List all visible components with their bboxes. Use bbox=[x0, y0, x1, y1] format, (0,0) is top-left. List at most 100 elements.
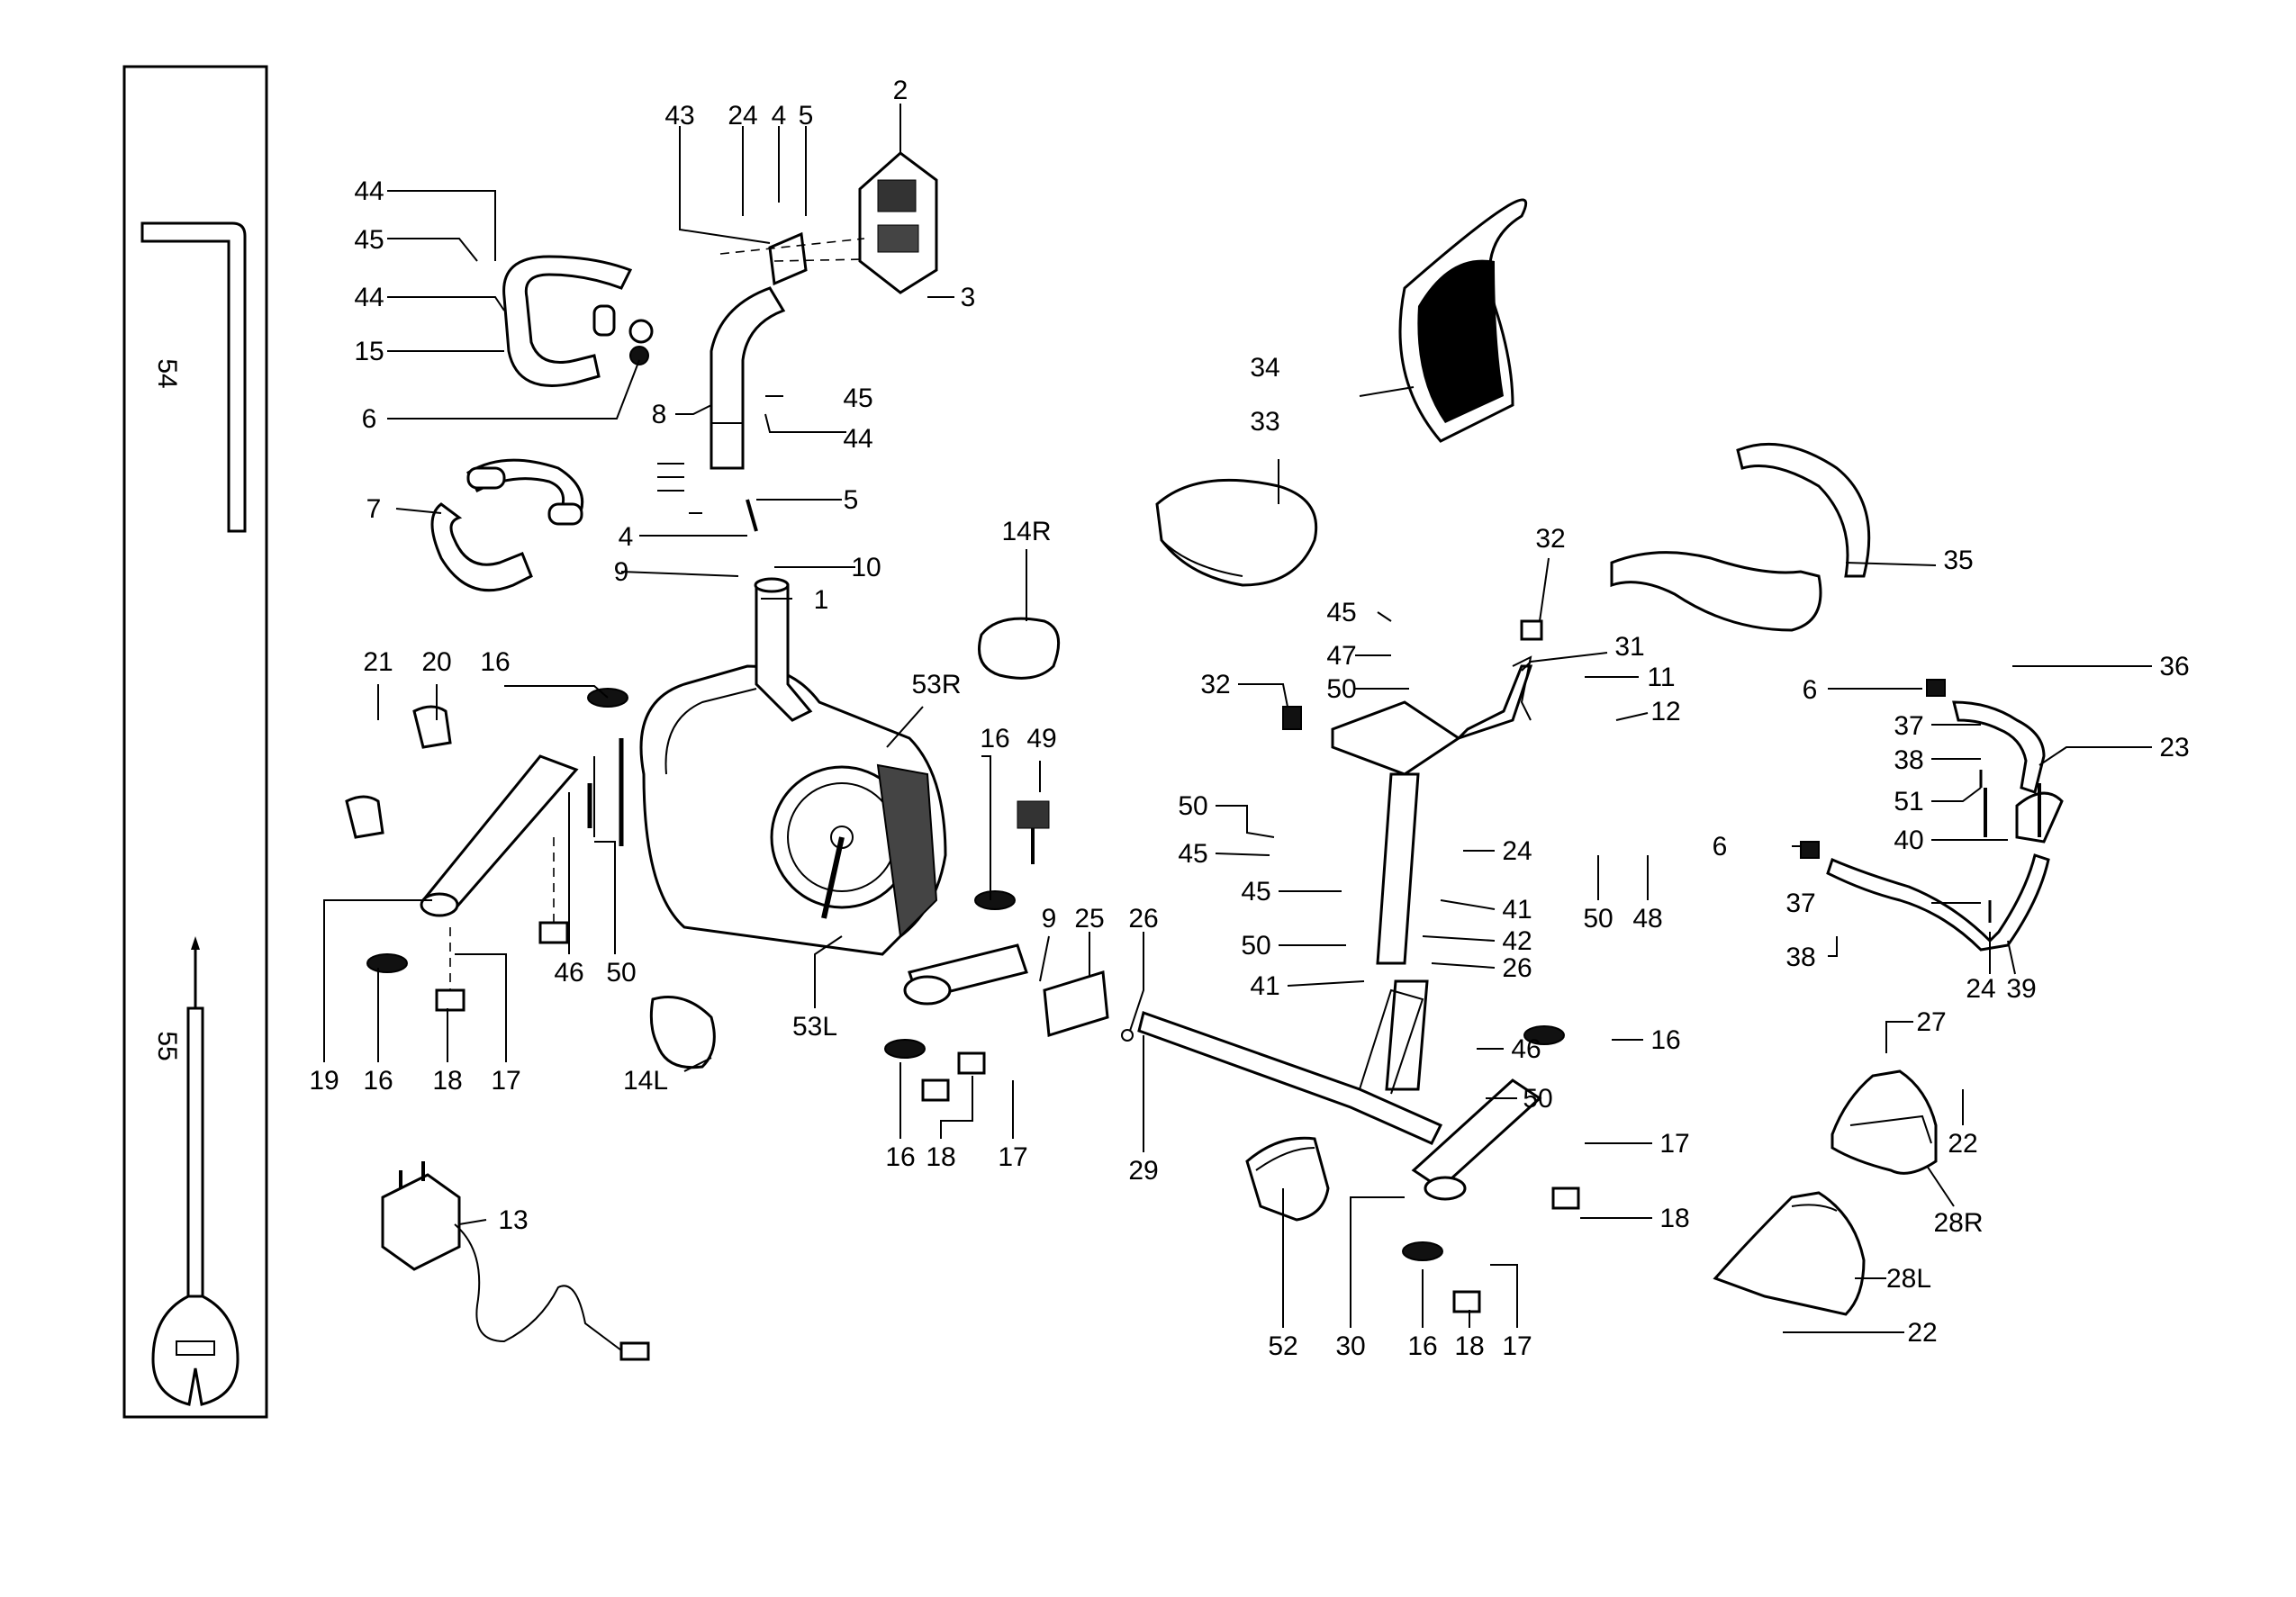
label-40: 40 bbox=[1894, 826, 1923, 855]
label-6: 6 bbox=[1803, 675, 1818, 705]
label-39: 39 bbox=[2006, 974, 2036, 1004]
label-24: 24 bbox=[1966, 974, 1995, 1004]
label-31: 31 bbox=[1614, 632, 1644, 662]
label-17: 17 bbox=[1502, 1331, 1532, 1361]
console-assembly bbox=[430, 151, 938, 592]
label-44: 44 bbox=[354, 283, 384, 312]
label-44: 44 bbox=[354, 176, 384, 206]
label-16: 16 bbox=[980, 724, 1009, 753]
label-19: 19 bbox=[309, 1066, 339, 1096]
label-42: 42 bbox=[1502, 926, 1532, 956]
label-44: 44 bbox=[843, 424, 872, 454]
label-45: 45 bbox=[1241, 877, 1270, 907]
label-26: 26 bbox=[1502, 953, 1532, 983]
label-50: 50 bbox=[1523, 1084, 1552, 1114]
screwdriver-wrench-icon bbox=[151, 936, 240, 1406]
label-21: 21 bbox=[363, 647, 393, 677]
label-28r: 28R bbox=[1933, 1208, 1983, 1238]
label-22: 22 bbox=[1907, 1318, 1937, 1348]
label-18: 18 bbox=[1659, 1204, 1689, 1233]
label-8: 8 bbox=[652, 400, 667, 429]
label-50: 50 bbox=[606, 958, 636, 988]
label-14l: 14L bbox=[623, 1066, 668, 1096]
label-48: 48 bbox=[1632, 904, 1662, 934]
seat-assembly bbox=[1137, 198, 1871, 1313]
label-32: 32 bbox=[1535, 524, 1565, 554]
label-53r: 53R bbox=[911, 670, 961, 699]
label-5: 5 bbox=[844, 485, 859, 515]
label-6: 6 bbox=[1713, 832, 1728, 862]
label-16: 16 bbox=[363, 1066, 393, 1096]
label-25: 25 bbox=[1074, 904, 1104, 934]
label-45: 45 bbox=[354, 225, 384, 255]
leader-lines bbox=[323, 104, 2152, 1333]
label-38: 38 bbox=[1785, 943, 1815, 972]
label-37: 37 bbox=[1785, 889, 1815, 918]
label-12: 12 bbox=[1650, 697, 1680, 726]
label-17: 17 bbox=[998, 1142, 1027, 1172]
label-18: 18 bbox=[432, 1066, 462, 1096]
label-17: 17 bbox=[1659, 1129, 1689, 1159]
hex-key-icon bbox=[140, 221, 247, 533]
label-9: 9 bbox=[1042, 904, 1057, 934]
label-32: 32 bbox=[1200, 670, 1230, 699]
label-13: 13 bbox=[498, 1205, 528, 1235]
part-labels: 43 24 4 5 2 3 44 45 44 15 6 8 45 44 7 5 … bbox=[309, 76, 2189, 1361]
label-24: 24 bbox=[728, 101, 757, 131]
label-30: 30 bbox=[1335, 1331, 1365, 1361]
label-37: 37 bbox=[1894, 711, 1923, 741]
label-27: 27 bbox=[1916, 1007, 1946, 1037]
seat-handlebar-assembly bbox=[1800, 679, 2064, 952]
label-15: 15 bbox=[354, 337, 384, 366]
label-20: 20 bbox=[421, 647, 451, 677]
label-6: 6 bbox=[362, 404, 377, 434]
label-46: 46 bbox=[554, 958, 583, 988]
label-17: 17 bbox=[491, 1066, 520, 1096]
label-16: 16 bbox=[1407, 1331, 1437, 1361]
tool-panel: 54 55 bbox=[122, 65, 268, 1419]
label-16: 16 bbox=[480, 647, 510, 677]
label-46: 46 bbox=[1511, 1034, 1541, 1064]
label-18: 18 bbox=[926, 1142, 955, 1172]
label-4: 4 bbox=[619, 522, 634, 552]
label-41: 41 bbox=[1502, 895, 1532, 925]
label-4: 4 bbox=[772, 101, 787, 131]
label-34: 34 bbox=[1250, 353, 1279, 383]
label-45: 45 bbox=[843, 383, 872, 413]
label-10: 10 bbox=[851, 553, 881, 582]
rear-shroud-assembly bbox=[1713, 1069, 1938, 1316]
label-45: 45 bbox=[1326, 598, 1356, 627]
label-2: 2 bbox=[893, 76, 908, 105]
label-3: 3 bbox=[961, 283, 976, 312]
label-11: 11 bbox=[1647, 663, 1675, 692]
label-36: 36 bbox=[2159, 652, 2189, 681]
label-50: 50 bbox=[1178, 791, 1207, 821]
label-35: 35 bbox=[1943, 546, 1973, 575]
label-23: 23 bbox=[2159, 733, 2189, 762]
label-53l: 53L bbox=[792, 1012, 837, 1042]
label-16: 16 bbox=[1650, 1025, 1680, 1055]
label-14r: 14R bbox=[1001, 517, 1051, 546]
label-5: 5 bbox=[799, 101, 814, 131]
hex-key-label: 54 bbox=[152, 358, 182, 388]
label-52: 52 bbox=[1268, 1331, 1297, 1361]
label-33: 33 bbox=[1250, 407, 1279, 437]
label-9: 9 bbox=[614, 557, 629, 587]
label-41: 41 bbox=[1250, 971, 1279, 1001]
label-1: 1 bbox=[814, 585, 829, 615]
label-22: 22 bbox=[1948, 1129, 1977, 1159]
label-38: 38 bbox=[1894, 745, 1923, 775]
label-50: 50 bbox=[1241, 931, 1270, 961]
label-47: 47 bbox=[1326, 641, 1356, 671]
label-16: 16 bbox=[885, 1142, 915, 1172]
label-50: 50 bbox=[1583, 904, 1613, 934]
label-28l: 28L bbox=[1886, 1264, 1931, 1294]
label-51: 51 bbox=[1894, 787, 1923, 817]
label-50: 50 bbox=[1326, 674, 1356, 704]
label-24: 24 bbox=[1502, 836, 1532, 866]
label-45: 45 bbox=[1178, 839, 1207, 869]
label-26: 26 bbox=[1128, 904, 1158, 934]
label-29: 29 bbox=[1128, 1156, 1158, 1186]
power-adapter-icon bbox=[381, 1161, 650, 1361]
